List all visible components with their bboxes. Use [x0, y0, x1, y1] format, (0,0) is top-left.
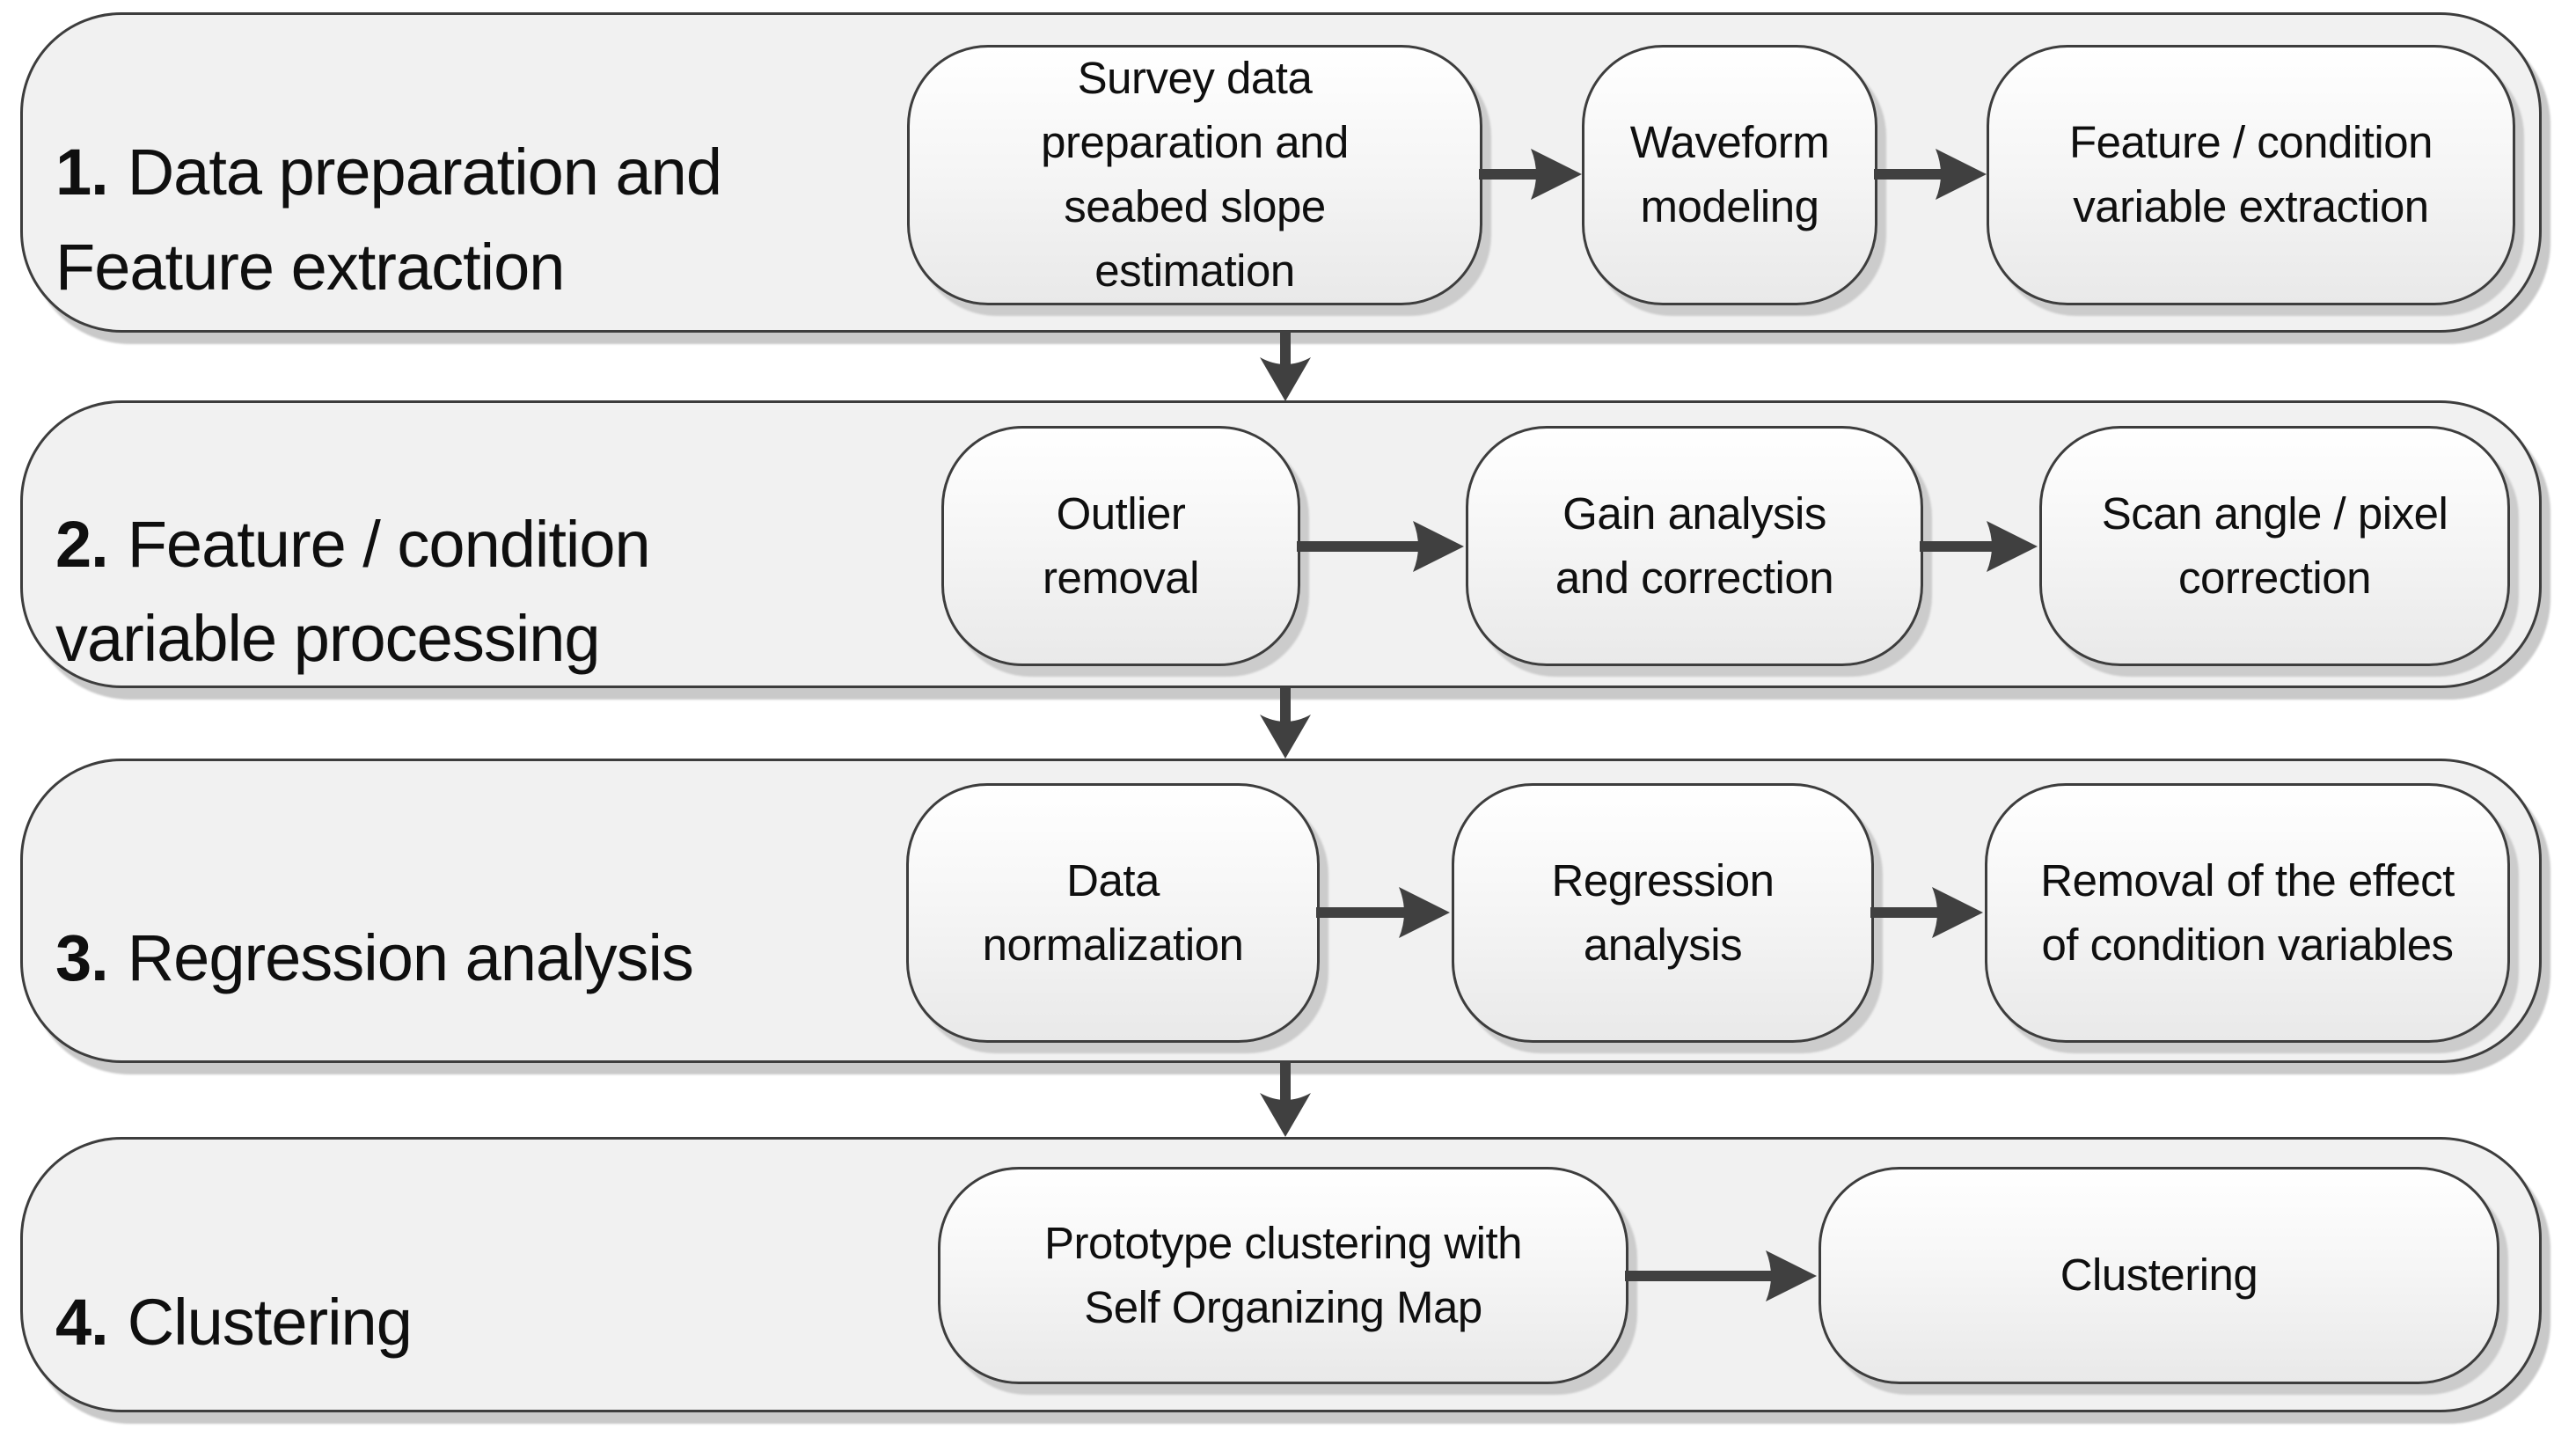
arrow-right-icon — [1870, 886, 1983, 939]
arrow-right-icon — [1479, 148, 1582, 201]
arrow-stem — [1479, 169, 1540, 180]
arrow-right-icon — [1874, 148, 1987, 201]
arrow-stem — [1625, 1271, 1775, 1281]
box-label: Survey data preparation and seabed slope… — [1041, 53, 1349, 296]
box-scan-angle-pixel-correction: Scan angle / pixel correction — [2039, 426, 2510, 666]
box-label: Removal of the effect of condition varia… — [2040, 854, 2455, 970]
box-gain-analysis-correction: Gain analysis and correction — [1466, 426, 1923, 666]
arrow-head-icon — [1932, 887, 1983, 938]
arrow-head-icon — [1413, 521, 1464, 572]
box-outlier-removal: Outlier removal — [941, 426, 1300, 666]
arrow-stem — [1874, 169, 1944, 180]
box-label: Outlier removal — [1043, 488, 1199, 603]
arrow-down-icon — [1260, 1061, 1311, 1137]
stage-3-title: 3.Regression analysis — [23, 817, 694, 1006]
stage-4-title: 4.Clustering — [23, 1180, 413, 1369]
arrow-down-icon — [1260, 331, 1311, 401]
arrow-head-icon — [1260, 357, 1311, 401]
arrow-down-icon — [1260, 687, 1311, 759]
box-regression-analysis: Regression analysis — [1452, 783, 1874, 1043]
stage-4-number: 4. — [55, 1285, 109, 1359]
box-label: Prototype clustering with Self Organizin… — [1043, 1217, 1523, 1332]
stage-1-title-text: Data preparation and Feature extraction — [55, 136, 722, 304]
arrow-head-icon — [1531, 149, 1582, 200]
box-label: Data normalization — [982, 854, 1244, 970]
box-label: Scan angle / pixel correction — [2101, 488, 2448, 603]
arrow-head-icon — [1936, 149, 1987, 200]
stage-band-2: 2.Feature / condition variable processin… — [20, 400, 2542, 688]
arrow-stem — [1280, 687, 1291, 723]
box-prototype-clustering-som: Prototype clustering with Self Organizin… — [938, 1167, 1628, 1384]
arrow-stem — [1870, 907, 1941, 918]
box-waveform-modeling: Waveform modeling — [1582, 45, 1877, 305]
stage-1-number: 1. — [55, 136, 109, 209]
stage-2-number: 2. — [55, 507, 109, 581]
box-label: Gain analysis and correction — [1555, 488, 1834, 603]
stage-band-3: 3.Regression analysis Data normalization… — [20, 759, 2542, 1063]
box-label: Feature / condition variable extraction — [2069, 117, 2433, 231]
arrow-right-icon — [1297, 520, 1464, 573]
stage-3-title-text: Regression analysis — [127, 921, 694, 994]
arrow-head-icon — [1399, 887, 1450, 938]
stage-3-number: 3. — [55, 921, 109, 994]
stage-band-1: 1.Data preparation and Feature extractio… — [20, 12, 2542, 333]
arrow-stem — [1280, 1061, 1291, 1102]
stage-2-title: 2.Feature / condition variable processin… — [23, 403, 651, 686]
box-removal-effect-condition-variables: Removal of the effect of condition varia… — [1985, 783, 2510, 1043]
box-label: Regression analysis — [1551, 854, 1775, 970]
stage-2-title-text: Feature / condition variable processing — [55, 507, 651, 676]
arrow-stem — [1297, 541, 1422, 552]
arrow-head-icon — [1260, 715, 1311, 759]
stage-4-title-text: Clustering — [127, 1285, 413, 1359]
arrow-right-icon — [1625, 1250, 1817, 1302]
box-feature-condition-variable-extraction: Feature / condition variable extraction — [1987, 45, 2515, 305]
arrow-right-icon — [1316, 886, 1450, 939]
box-label: Clustering — [2060, 1250, 2258, 1301]
stage-band-4: 4.Clustering Prototype clustering with S… — [20, 1137, 2542, 1412]
arrow-stem — [1316, 907, 1408, 918]
arrow-head-icon — [1987, 521, 2038, 572]
box-survey-data-preparation: Survey data preparation and seabed slope… — [907, 45, 1482, 305]
arrow-stem — [1280, 331, 1291, 366]
box-data-normalization: Data normalization — [906, 783, 1320, 1043]
arrow-head-icon — [1766, 1250, 1817, 1301]
arrow-stem — [1920, 541, 1995, 552]
box-label: Waveform modeling — [1629, 117, 1830, 231]
box-clustering: Clustering — [1819, 1167, 2499, 1384]
arrow-right-icon — [1920, 520, 2038, 573]
stage-1-title: 1.Data preparation and Feature extractio… — [23, 31, 722, 314]
arrow-head-icon — [1260, 1093, 1311, 1137]
